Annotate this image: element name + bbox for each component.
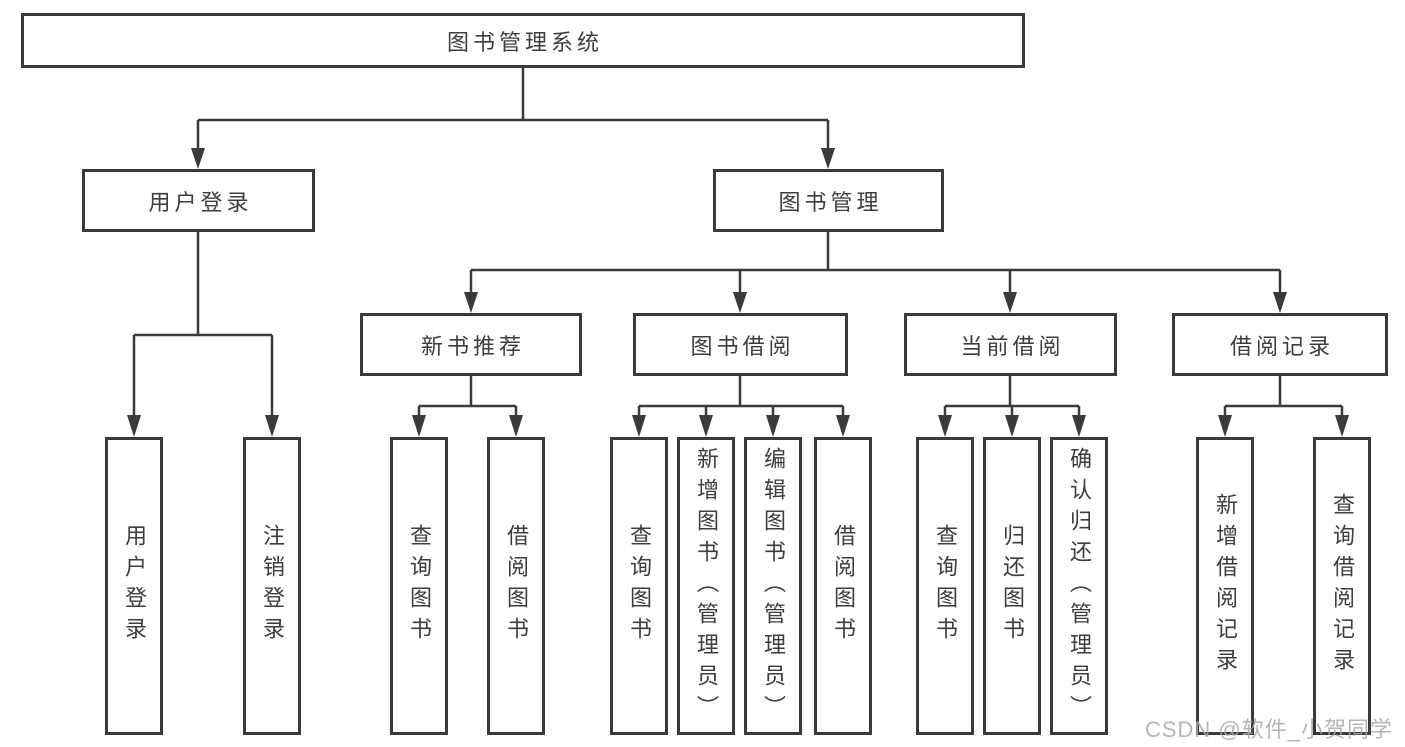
leaf-add-borrow-record: 新增借阅记录: [1196, 437, 1254, 735]
node-user-login: 用户登录: [82, 169, 315, 232]
node-book-borrow: 图书借阅: [633, 313, 848, 376]
node-borrow-records: 借阅记录: [1172, 313, 1388, 376]
leaf-query-books-recommend: 查询图书: [390, 437, 448, 735]
leaf-query-books-borrow: 查询图书: [610, 437, 668, 735]
arrowheads: [127, 148, 1349, 437]
leaf-add-book-admin: 新增图书（管理员）: [677, 437, 735, 735]
node-book-management: 图书管理: [713, 169, 944, 232]
leaf-borrow-books-borrow: 借阅图书: [814, 437, 872, 735]
leaf-borrow-books-recommend: 借阅图书: [487, 437, 545, 735]
leaf-user-login: 用户登录: [105, 437, 163, 735]
leaf-edit-book-admin: 编辑图书（管理员）: [744, 437, 802, 735]
leaf-confirm-return-admin: 确认归还（管理员）: [1050, 437, 1108, 735]
leaf-return-books: 归还图书: [983, 437, 1041, 735]
leaf-query-books-current: 查询图书: [916, 437, 974, 735]
leaf-query-borrow-record: 查询借阅记录: [1313, 437, 1371, 735]
csdn-watermark: CSDN @软件_小贺同学: [1144, 717, 1393, 742]
node-new-book-recommend: 新书推荐: [360, 313, 582, 376]
leaf-logout: 注销登录: [243, 437, 301, 735]
node-library-management-system: 图书管理系统: [21, 13, 1025, 68]
node-current-borrow: 当前借阅: [904, 313, 1117, 376]
